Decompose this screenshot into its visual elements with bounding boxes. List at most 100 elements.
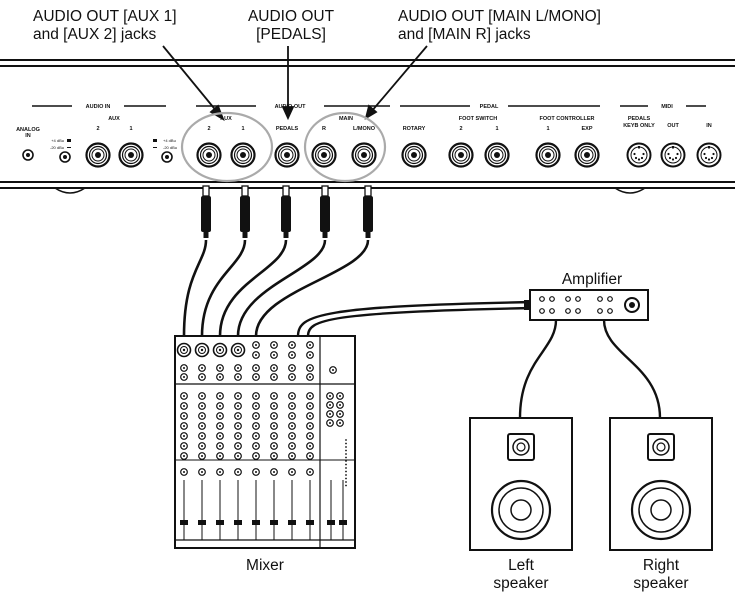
mixer-eq-knob[interactable] <box>180 412 188 420</box>
foot-controller-1-jack[interactable] <box>535 142 561 168</box>
mixer-pan-knob[interactable] <box>180 468 188 476</box>
mixer-trim-knob[interactable] <box>288 364 296 372</box>
mixer-master-knob[interactable] <box>329 366 337 374</box>
mixer-eq-knob[interactable] <box>216 432 224 440</box>
mixer-master-knob[interactable] <box>326 410 334 418</box>
mixer-eq-knob[interactable] <box>234 412 242 420</box>
mixer-eq-knob[interactable] <box>180 452 188 460</box>
mixer-master-knob[interactable] <box>326 392 334 400</box>
mixer-line-input[interactable] <box>252 341 260 349</box>
mixer-eq-knob[interactable] <box>288 422 296 430</box>
foot-switch-2-jack[interactable] <box>448 142 474 168</box>
foot-controller-exp-jack[interactable] <box>574 142 600 168</box>
mixer-eq-knob[interactable] <box>288 452 296 460</box>
midi-pedals-keyb-connector[interactable] <box>626 142 652 168</box>
mixer-trim-knob[interactable] <box>306 364 314 372</box>
mixer-trim-knob[interactable] <box>252 373 260 381</box>
mixer-trim-knob[interactable] <box>180 364 188 372</box>
mixer-xlr-input[interactable] <box>176 342 192 358</box>
mixer-eq-knob[interactable] <box>216 402 224 410</box>
mixer-line-input[interactable] <box>306 341 314 349</box>
mixer-eq-knob[interactable] <box>306 422 314 430</box>
mixer-eq-knob[interactable] <box>216 412 224 420</box>
aux-out-2-jack[interactable] <box>196 142 222 168</box>
mixer-eq-knob[interactable] <box>198 452 206 460</box>
midi-out-connector[interactable] <box>660 142 686 168</box>
mixer-eq-knob[interactable] <box>216 442 224 450</box>
mixer-eq-knob[interactable] <box>216 392 224 400</box>
mixer-pan-knob[interactable] <box>234 468 242 476</box>
main-l-mono-jack[interactable] <box>351 142 377 168</box>
mixer-eq-knob[interactable] <box>180 402 188 410</box>
mixer-eq-knob[interactable] <box>198 412 206 420</box>
mixer-eq-knob[interactable] <box>198 422 206 430</box>
mixer-eq-knob[interactable] <box>270 422 278 430</box>
mixer-eq-knob[interactable] <box>288 392 296 400</box>
mixer-eq-knob[interactable] <box>234 442 242 450</box>
aux-out-1-jack[interactable] <box>230 142 256 168</box>
aux-in-2-jack[interactable] <box>85 142 111 168</box>
level-switch-right[interactable] <box>161 151 173 163</box>
mixer-eq-knob[interactable] <box>234 402 242 410</box>
mixer-eq-knob[interactable] <box>306 442 314 450</box>
aux-in-1-jack[interactable] <box>118 142 144 168</box>
mixer-eq-knob[interactable] <box>270 452 278 460</box>
mixer-eq-knob[interactable] <box>306 452 314 460</box>
mixer-line-input[interactable] <box>270 351 278 359</box>
mixer-eq-knob[interactable] <box>288 442 296 450</box>
mixer-eq-knob[interactable] <box>252 432 260 440</box>
mixer-pan-knob[interactable] <box>216 468 224 476</box>
mixer-master-knob[interactable] <box>326 419 334 427</box>
mixer-trim-knob[interactable] <box>198 373 206 381</box>
mixer-line-input[interactable] <box>270 341 278 349</box>
mixer-trim-knob[interactable] <box>252 364 260 372</box>
analog-in-jack[interactable] <box>22 149 34 161</box>
mixer-eq-knob[interactable] <box>270 402 278 410</box>
mixer-eq-knob[interactable] <box>252 412 260 420</box>
mixer-trim-knob[interactable] <box>216 364 224 372</box>
mixer-eq-knob[interactable] <box>234 422 242 430</box>
mixer-xlr-input[interactable] <box>230 342 246 358</box>
mixer-master-knob[interactable] <box>336 419 344 427</box>
mixer-eq-knob[interactable] <box>270 432 278 440</box>
mixer-eq-knob[interactable] <box>306 392 314 400</box>
rotary-jack[interactable] <box>401 142 427 168</box>
mixer-eq-knob[interactable] <box>306 432 314 440</box>
mixer-eq-knob[interactable] <box>252 452 260 460</box>
mixer-pan-knob[interactable] <box>288 468 296 476</box>
mixer-trim-knob[interactable] <box>216 373 224 381</box>
mixer-pan-knob[interactable] <box>252 468 260 476</box>
mixer-eq-knob[interactable] <box>234 392 242 400</box>
pedals-out-jack[interactable] <box>274 142 300 168</box>
mixer-eq-knob[interactable] <box>306 412 314 420</box>
mixer-trim-knob[interactable] <box>270 364 278 372</box>
mixer-eq-knob[interactable] <box>180 442 188 450</box>
mixer-master-knob[interactable] <box>336 410 344 418</box>
midi-in-connector[interactable] <box>696 142 722 168</box>
level-switch-left[interactable] <box>59 151 71 163</box>
mixer-eq-knob[interactable] <box>252 392 260 400</box>
mixer-xlr-input[interactable] <box>194 342 210 358</box>
mixer-trim-knob[interactable] <box>288 373 296 381</box>
mixer-eq-knob[interactable] <box>198 442 206 450</box>
mixer-pan-knob[interactable] <box>198 468 206 476</box>
mixer-line-input[interactable] <box>288 341 296 349</box>
mixer-eq-knob[interactable] <box>198 402 206 410</box>
mixer-master-knob[interactable] <box>336 392 344 400</box>
mixer-trim-knob[interactable] <box>180 373 188 381</box>
mixer-trim-knob[interactable] <box>234 364 242 372</box>
mixer-trim-knob[interactable] <box>234 373 242 381</box>
mixer-eq-knob[interactable] <box>270 442 278 450</box>
mixer-master-knob[interactable] <box>336 401 344 409</box>
mixer-eq-knob[interactable] <box>216 452 224 460</box>
mixer-line-input[interactable] <box>306 351 314 359</box>
mixer-line-input[interactable] <box>252 351 260 359</box>
mixer-eq-knob[interactable] <box>234 432 242 440</box>
mixer-pan-knob[interactable] <box>306 468 314 476</box>
mixer-xlr-input[interactable] <box>212 342 228 358</box>
mixer-eq-knob[interactable] <box>234 452 242 460</box>
mixer-eq-knob[interactable] <box>270 412 278 420</box>
mixer-trim-knob[interactable] <box>306 373 314 381</box>
mixer-eq-knob[interactable] <box>252 442 260 450</box>
main-r-jack[interactable] <box>311 142 337 168</box>
